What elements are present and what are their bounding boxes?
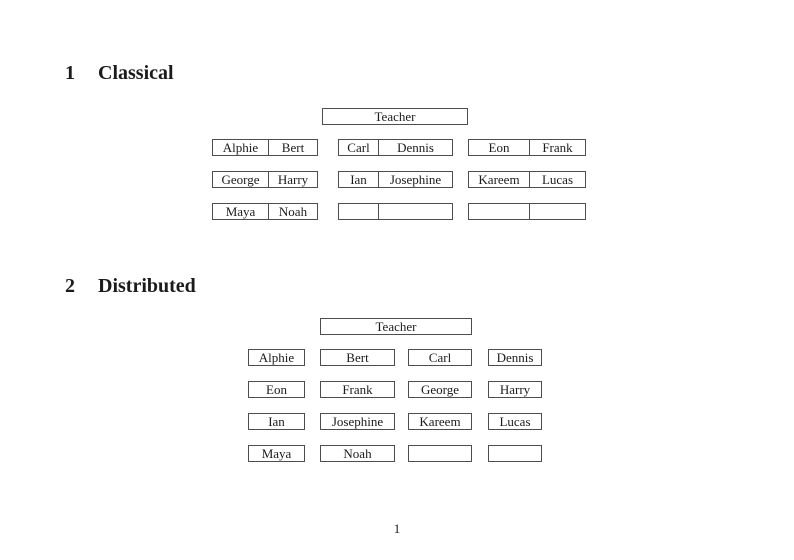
seat-box: Kareem	[408, 413, 472, 430]
seat-cell: Harry	[277, 171, 309, 187]
seat-cell-empty	[530, 204, 585, 219]
seat-box: Alphie	[248, 349, 305, 366]
seat-cell: Josephine	[389, 171, 442, 187]
teacher-box: Teacher	[322, 108, 468, 125]
seat-cell: Alphie	[213, 140, 269, 155]
seat-cell: Dennis	[397, 139, 434, 155]
section-title: Distributed	[98, 275, 196, 297]
desk-table: Alphie Bert	[212, 139, 318, 156]
seat-cell: Eon	[469, 140, 530, 155]
desk-table: Ian Josephine	[338, 171, 453, 188]
seat-box: Noah	[320, 445, 395, 462]
section-number: 1	[65, 62, 75, 84]
seat-cell-empty	[379, 204, 452, 219]
section-heading-classical: 1 Classical	[65, 61, 174, 85]
seat-box: Frank	[320, 381, 395, 398]
seat-cell-empty	[469, 204, 530, 219]
desk-table: George Harry	[212, 171, 318, 188]
seat-box: Maya	[248, 445, 305, 462]
page-number: 1	[393, 521, 401, 536]
seat-cell-empty	[339, 204, 379, 219]
seat-box: Ian	[248, 413, 305, 430]
desk-table: Kareem Lucas	[468, 171, 586, 188]
seat-cell: Frank	[542, 139, 573, 155]
seat-cell: George	[213, 172, 269, 187]
seat-box-empty	[408, 445, 472, 462]
seat-box: Josephine	[320, 413, 395, 430]
seat-box: Eon	[248, 381, 305, 398]
desk-table: Carl Dennis	[338, 139, 453, 156]
section-heading-distributed: 2 Distributed	[65, 274, 196, 298]
seat-box: Lucas	[488, 413, 542, 430]
seat-box: Dennis	[488, 349, 542, 366]
desk-table	[468, 203, 586, 220]
desk-table	[338, 203, 453, 220]
desk-table: Maya Noah	[212, 203, 318, 220]
seat-box-empty	[488, 445, 542, 462]
section-number: 2	[65, 275, 75, 297]
section-title: Classical	[98, 62, 174, 84]
seat-cell: Lucas	[541, 171, 574, 187]
seat-box: Harry	[488, 381, 542, 398]
seat-cell: Kareem	[469, 172, 530, 187]
seat-cell: Bert	[281, 139, 305, 155]
seat-cell: Carl	[339, 140, 379, 155]
teacher-box: Teacher	[320, 318, 472, 335]
seat-cell: Ian	[339, 172, 379, 187]
seat-box: Bert	[320, 349, 395, 366]
desk-table: Eon Frank	[468, 139, 586, 156]
seat-cell: Maya	[213, 204, 269, 219]
seat-box: George	[408, 381, 472, 398]
seat-cell: Noah	[278, 203, 308, 219]
seat-box: Carl	[408, 349, 472, 366]
